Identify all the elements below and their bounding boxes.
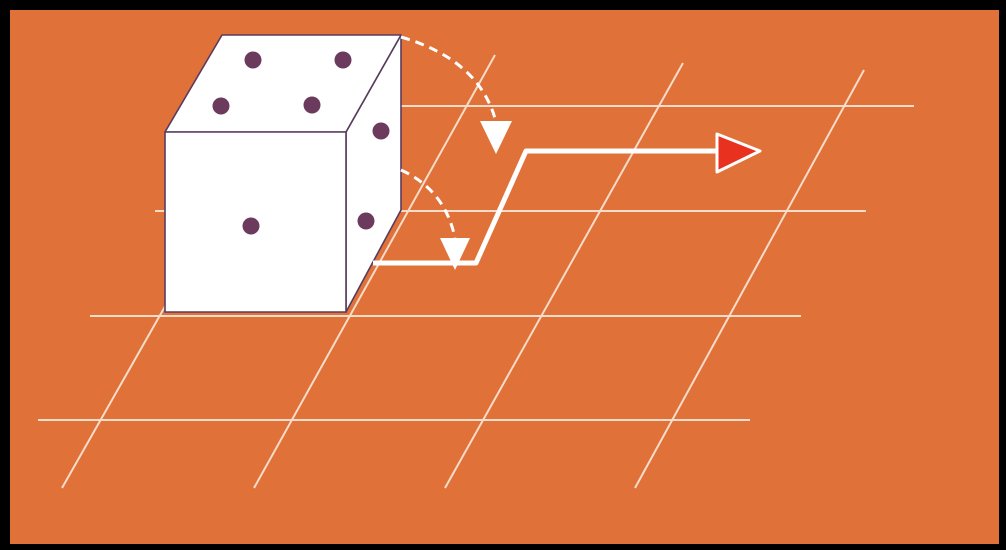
pip-top-1	[244, 51, 262, 69]
pip-top-2	[334, 51, 352, 69]
pip-top-4	[303, 96, 321, 114]
roll-arrow-dashed-lower	[400, 168, 457, 239]
die-path	[373, 132, 762, 266]
path-arrowhead	[715, 132, 762, 174]
die-pips	[212, 51, 390, 235]
path-line	[373, 148, 726, 266]
roll-arrow-head-lower	[440, 238, 470, 270]
pip-right-2	[357, 212, 375, 230]
pip-right-1	[372, 122, 390, 140]
pip-front-1	[242, 217, 260, 235]
roll-arrow-head-upper	[480, 121, 512, 154]
die	[164, 34, 402, 313]
grid-line-diagonal-4	[634, 69, 865, 489]
grid-line-diagonal-3	[444, 62, 684, 489]
orange-background	[10, 10, 999, 544]
pip-top-3	[212, 97, 230, 115]
roll-arrows	[400, 35, 512, 270]
roll-arrow-dashed-upper	[400, 35, 498, 123]
grid-line-diagonal-2	[253, 54, 496, 489]
grid-line-diagonal-1	[61, 279, 181, 489]
